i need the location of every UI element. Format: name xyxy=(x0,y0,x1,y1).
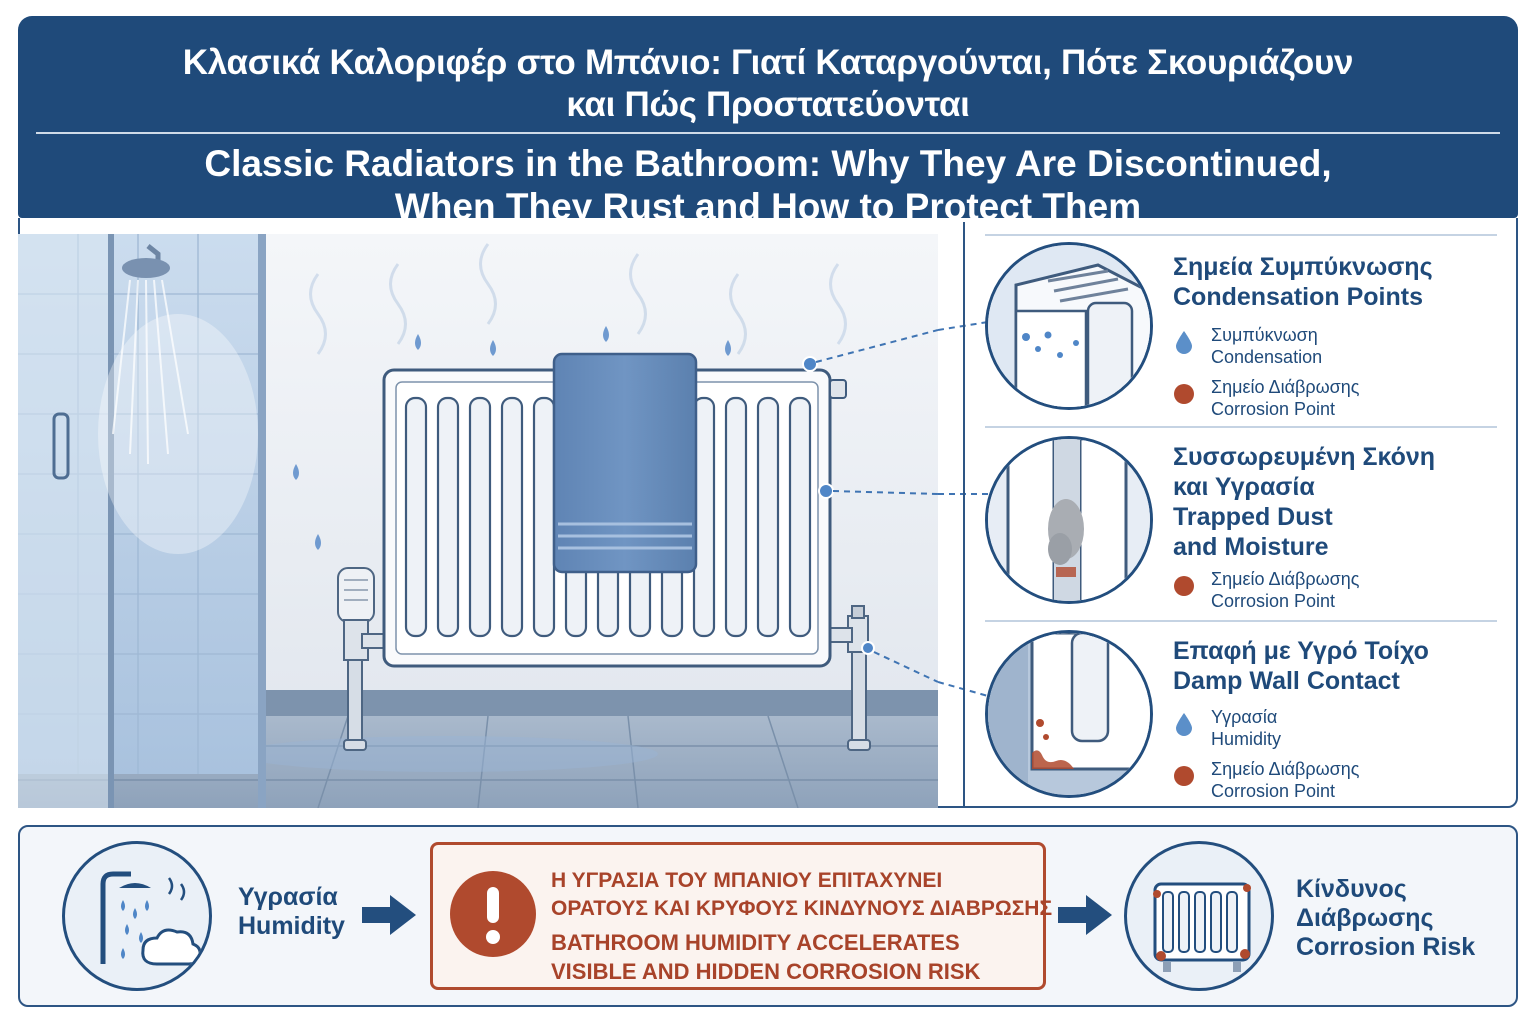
legend-greek: Σημείο Διάβρωσης xyxy=(1211,759,1360,779)
panel-damp-wall: Επαφή με Υγρό Τοίχο Damp Wall Contact Υγ… xyxy=(985,620,1497,810)
humidity-label-english: Humidity xyxy=(238,912,345,940)
cloud-icon xyxy=(141,928,202,966)
panel-title-english: Damp Wall Contact xyxy=(1173,667,1400,695)
panel-title-english-1: Trapped Dust xyxy=(1173,503,1333,531)
legend-english: Humidity xyxy=(1211,729,1282,749)
legend-greek: Συμπύκνωση xyxy=(1211,325,1318,345)
shower-head-icon xyxy=(119,883,151,888)
shower-head-icon xyxy=(122,258,170,278)
panel-condensation: Σημεία Συμπύκνωσης Condensation Points Σ… xyxy=(985,234,1497,428)
rust-dot-icon xyxy=(1174,576,1194,596)
exclamation-icon xyxy=(450,871,536,957)
bathroom-scene xyxy=(18,234,938,808)
legend-english: Corrosion Point xyxy=(1211,591,1336,611)
legend-english: Corrosion Point xyxy=(1211,399,1336,419)
panel-title: Συσσωρευμένη Σκόνη και Υγρασία Trapped D… xyxy=(1173,442,1435,562)
leader-lines xyxy=(815,329,938,683)
legend-greek: Υγρασία xyxy=(1211,707,1278,727)
bleed-valve xyxy=(829,379,847,399)
steam-swirls xyxy=(309,243,847,355)
legend-greek: Σημείο Διάβρωσης xyxy=(1211,377,1360,397)
panel-title-greek-1: Συσσωρευμένη Σκόνη xyxy=(1173,443,1436,471)
title-english-line2: When They Rust and How to Protect Them xyxy=(394,186,1142,227)
corrosion-risk-label: Κίνδυνος Διάβρωσης Corrosion Risk xyxy=(1296,875,1475,962)
title-banner: Κλασικά Καλοριφέρ στο Μπάνιο: Γιατί Κατα… xyxy=(18,16,1518,227)
water-drop-icon xyxy=(1176,331,1192,354)
glass-door xyxy=(18,234,113,808)
warning-greek-line2: ΟΡΑΤΟΥΣ ΚΑΙ ΚΡΥΦΟΥΣ ΚΙΝΔΥΝΟΥΣ ΔΙΑΒΡΩΣΗΣ xyxy=(551,897,1053,920)
warning-english-line2: VISIBLE AND HIDDEN CORROSION RISK xyxy=(551,959,981,984)
damp-wall-closeup xyxy=(985,630,1153,798)
panel-separator xyxy=(985,234,1497,236)
marker-wall xyxy=(861,641,875,655)
panel-title-greek: Επαφή με Υγρό Τοίχο xyxy=(1173,637,1429,665)
corrosion-risk-badge xyxy=(1124,841,1274,991)
corrosion-risk-greek-2: Διάβρωσης xyxy=(1296,904,1434,932)
lockshield-valve xyxy=(823,605,869,653)
panel-dust: Συσσωρευμένη Σκόνη και Υγρασία Trapped D… xyxy=(985,426,1497,622)
title-greek-line1: Κλασικά Καλοριφέρ στο Μπάνιο: Γιατί Κατα… xyxy=(182,43,1354,82)
warning-greek-line1: Η ΥΓΡΑΣΙΑ ΤΟΥ ΜΠΑΝΙΟΥ ΕΠΙΤΑΧΥΝΕΙ xyxy=(551,869,943,892)
warning-english-line1: BATHROOM HUMIDITY ACCELERATES xyxy=(551,930,960,955)
warning-english: BATHROOM HUMIDITY ACCELERATES VISIBLE AN… xyxy=(551,928,980,986)
radiator xyxy=(382,368,847,668)
shower-spray xyxy=(112,279,189,465)
rust-dot-icon xyxy=(1174,766,1194,786)
humidity-label: Υγρασία Humidity xyxy=(238,883,345,941)
risk-flow-bar: Υγρασία Humidity Η ΥΓΡΑΣΙΑ ΤΟΥ ΜΠΑΝΙΟΥ Ε… xyxy=(18,825,1518,1007)
panel-title-english-2: and Moisture xyxy=(1173,533,1329,561)
humidity-label-greek: Υγρασία xyxy=(238,883,338,911)
door-handle xyxy=(52,412,70,480)
shower-frame xyxy=(258,234,266,808)
panel-title-english: Condensation Points xyxy=(1173,283,1423,311)
marker-dust xyxy=(818,483,834,499)
towel xyxy=(552,352,698,574)
warning-greek: Η ΥΓΡΑΣΙΑ ΤΟΥ ΜΠΑΝΙΟΥ ΕΠΙΤΑΧΥΝΕΙ ΟΡΑΤΟΥΣ… xyxy=(551,867,1052,923)
bathroom-illustration xyxy=(18,234,938,808)
scene-divider xyxy=(963,222,965,806)
title-divider xyxy=(36,132,1500,134)
legend-greek: Σημείο Διάβρωσης xyxy=(1211,569,1360,589)
rust-dot-icon xyxy=(1174,384,1194,404)
steam-cloud xyxy=(98,314,258,554)
title-english-line1: Classic Radiators in the Bathroom: Why T… xyxy=(204,143,1332,184)
corrosion-risk-english: Corrosion Risk xyxy=(1296,933,1476,961)
legend-english: Condensation xyxy=(1211,347,1323,367)
panel-title: Επαφή με Υγρό Τοίχο Damp Wall Contact xyxy=(1173,636,1429,696)
condensation-closeup xyxy=(985,242,1153,410)
title-greek-line2: και Πώς Προστατεύονται xyxy=(566,85,970,124)
arrow-right-icon xyxy=(1058,895,1112,935)
dust-closeup xyxy=(985,436,1153,604)
panel-separator xyxy=(985,620,1497,622)
humidity-badge xyxy=(62,841,212,991)
panel-title-greek: Σημεία Συμπύκνωσης xyxy=(1173,253,1433,281)
radiator-pipes xyxy=(343,633,871,751)
marker-condensation xyxy=(802,356,818,372)
title-greek: Κλασικά Καλοριφέρ στο Μπάνιο: Γιατί Κατα… xyxy=(18,42,1518,126)
thermostatic-valve xyxy=(337,567,393,661)
title-english: Classic Radiators in the Bathroom: Why T… xyxy=(18,142,1518,228)
arrow-right-icon xyxy=(362,895,416,935)
water-drop-icon xyxy=(1176,713,1192,736)
legend-english: Corrosion Point xyxy=(1211,781,1336,801)
water-puddle xyxy=(238,736,658,772)
panel-title-greek-2: και Υγρασία xyxy=(1173,473,1315,501)
panel-separator xyxy=(985,426,1497,428)
corrosion-risk-greek-1: Κίνδυνος xyxy=(1296,875,1407,903)
warning-box: Η ΥΓΡΑΣΙΑ ΤΟΥ ΜΠΑΝΙΟΥ ΕΠΙΤΑΧΥΝΕΙ ΟΡΑΤΟΥΣ… xyxy=(430,842,1052,990)
panel-title: Σημεία Συμπύκνωσης Condensation Points xyxy=(1173,252,1433,312)
glass-door-edge xyxy=(108,234,114,808)
